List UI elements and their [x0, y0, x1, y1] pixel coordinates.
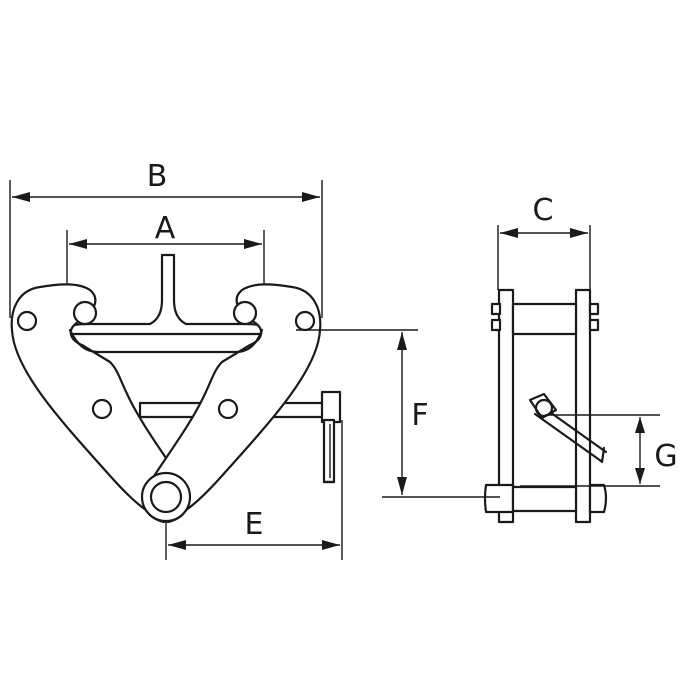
right-jaw-hole-top — [294, 310, 316, 332]
right-jaw-grip-roller — [232, 300, 258, 326]
beam-section — [64, 253, 268, 336]
front-view — [9, 180, 418, 560]
label-e: E — [245, 507, 264, 542]
locking-pin — [322, 418, 336, 484]
label-f: F — [411, 398, 428, 433]
pivot-pin-right-cap — [588, 483, 608, 514]
label-a: A — [155, 211, 176, 246]
pivot-pin-left-cap — [483, 483, 515, 514]
dimension-c-arrow-left — [500, 228, 518, 238]
left-jaw-hole-mid — [91, 398, 113, 420]
angled-pin-end — [600, 446, 606, 464]
left-jaw-hole-top — [16, 310, 38, 332]
dimension-f-arrow-bottom — [397, 477, 407, 495]
dimension-a-arrow-right — [244, 239, 262, 249]
dimension-b-arrow-left — [12, 192, 30, 202]
bolt-head-left-1 — [490, 302, 502, 316]
angled-pin-head — [528, 392, 558, 420]
left-jaw-grip-roller — [72, 300, 98, 326]
crossbar-end-block — [320, 390, 342, 424]
dimension-a-arrow-left — [69, 239, 87, 249]
dimensions — [12, 192, 645, 550]
lifting-eye — [140, 471, 192, 523]
dimension-c-arrow-right — [570, 228, 588, 238]
side-plate-left — [497, 288, 515, 524]
dimension-b-arrow-right — [302, 192, 320, 202]
dimension-e-arrow-right — [322, 540, 340, 550]
label-b: B — [147, 159, 168, 194]
bolt-head-right-1 — [588, 302, 600, 316]
angled-pin-shaft-bottom — [533, 412, 603, 463]
jaw-cradle — [68, 328, 264, 354]
pivot-pin-body — [511, 485, 578, 513]
top-spacer — [511, 302, 578, 336]
dimension-f-arrow-top — [397, 332, 407, 350]
bolt-head-left-2 — [490, 318, 502, 332]
dimension-g-arrow-top — [635, 417, 645, 433]
left-jaw — [10, 283, 191, 524]
right-jaw-hole-mid — [217, 398, 239, 420]
beam-flange — [64, 253, 268, 336]
label-c: C — [533, 193, 554, 228]
label-g: G — [654, 439, 677, 474]
dimension-g-arrow-bottom — [635, 468, 645, 484]
side-plate-right — [574, 288, 592, 524]
bolt-head-right-2 — [588, 318, 600, 332]
side-view — [382, 225, 660, 524]
dimension-e-arrow-left — [168, 540, 186, 550]
lifting-eye-inner — [149, 480, 183, 514]
right-jaw — [141, 283, 322, 524]
dimension-labels: B A C E F G — [147, 159, 678, 542]
